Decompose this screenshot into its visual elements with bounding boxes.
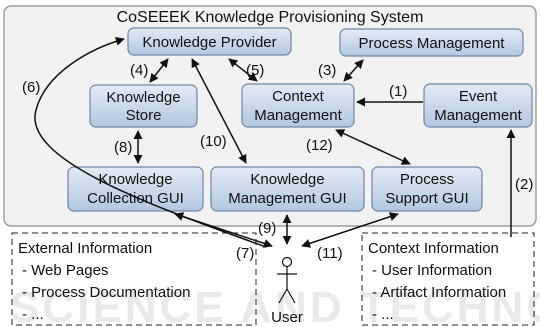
knowledge-collection-gui-box: Knowledge Collection GUI <box>67 166 204 212</box>
step-label-2: (2) <box>515 176 533 193</box>
process-support-gui-label-line1: Process <box>400 171 454 188</box>
context-management-box: Context Management <box>241 83 355 128</box>
step-label-12: (12) <box>306 137 333 154</box>
step-label-10: (10) <box>200 133 227 150</box>
step-label-8: (8) <box>114 139 132 156</box>
external-information-item: - Process Documentation <box>22 284 190 301</box>
external-information-item: - Web Pages <box>22 262 108 279</box>
external-information-item: - ... <box>22 306 44 323</box>
context-information-item: - Artifact Information <box>372 284 506 301</box>
knowledge-store-box: Knowledge Store <box>89 84 198 128</box>
context-information-box: Context Information - User Information -… <box>361 232 535 326</box>
arrow-10 <box>191 58 247 164</box>
step-label-7: (7) <box>236 245 254 262</box>
arrow-12 <box>335 129 411 165</box>
knowledge-store-label-line1: Knowledge <box>106 89 180 106</box>
watermark-text: SCIENCE AND TECHNOLOGY <box>10 283 540 327</box>
knowledge-management-gui-label-line1: Knowledge <box>250 171 324 188</box>
context-management-label-line1: Context <box>272 88 325 105</box>
knowledge-store-label-line2: Store <box>126 107 162 124</box>
knowledge-management-gui-label-line2: Management GUI <box>228 190 346 207</box>
step-label-11: (11) <box>317 245 343 262</box>
arrow-3 <box>343 59 364 82</box>
process-support-gui-label-line2: Support GUI <box>385 190 468 207</box>
knowledge-management-gui-box: Knowledge Management GUI <box>210 166 365 212</box>
process-support-gui-box: Process Support GUI <box>371 166 483 212</box>
step-label-1: (1) <box>389 83 407 100</box>
knowledge-provider-label: Knowledge Provider <box>142 34 276 51</box>
step-label-6: (6) <box>22 79 40 96</box>
step-label-5: (5) <box>246 62 264 79</box>
knowledge-collection-gui-label-line1: Knowledge <box>98 171 172 188</box>
context-information-item: - ... <box>372 306 394 323</box>
arrow-4 <box>149 58 169 83</box>
knowledge-collection-gui-label-line2: Collection GUI <box>87 190 184 207</box>
context-information-title: Context Information <box>368 240 499 257</box>
context-information-item: - User Information <box>372 262 492 279</box>
step-label-3: (3) <box>318 62 336 79</box>
event-management-label-line2: Management <box>434 107 522 124</box>
system-title: CoSEEEK Knowledge Provisioning System <box>117 9 424 26</box>
user-label: User <box>271 309 303 326</box>
arrow-11 <box>301 212 399 248</box>
knowledge-provider-box: Knowledge Provider <box>127 27 292 56</box>
user-icon <box>277 256 297 304</box>
event-management-label-line1: Event <box>459 88 498 105</box>
step-label-9: (9) <box>258 220 276 237</box>
step-label-4: (4) <box>130 62 148 79</box>
context-management-label-line2: Management <box>254 107 342 124</box>
process-management-box: Process Management <box>339 28 524 57</box>
arrow-7 <box>174 212 273 248</box>
process-management-label: Process Management <box>359 35 506 52</box>
external-information-title: External Information <box>18 240 152 257</box>
event-management-box: Event Management <box>423 83 533 128</box>
external-information-box: External Information - Web Pages - Proce… <box>11 232 257 326</box>
